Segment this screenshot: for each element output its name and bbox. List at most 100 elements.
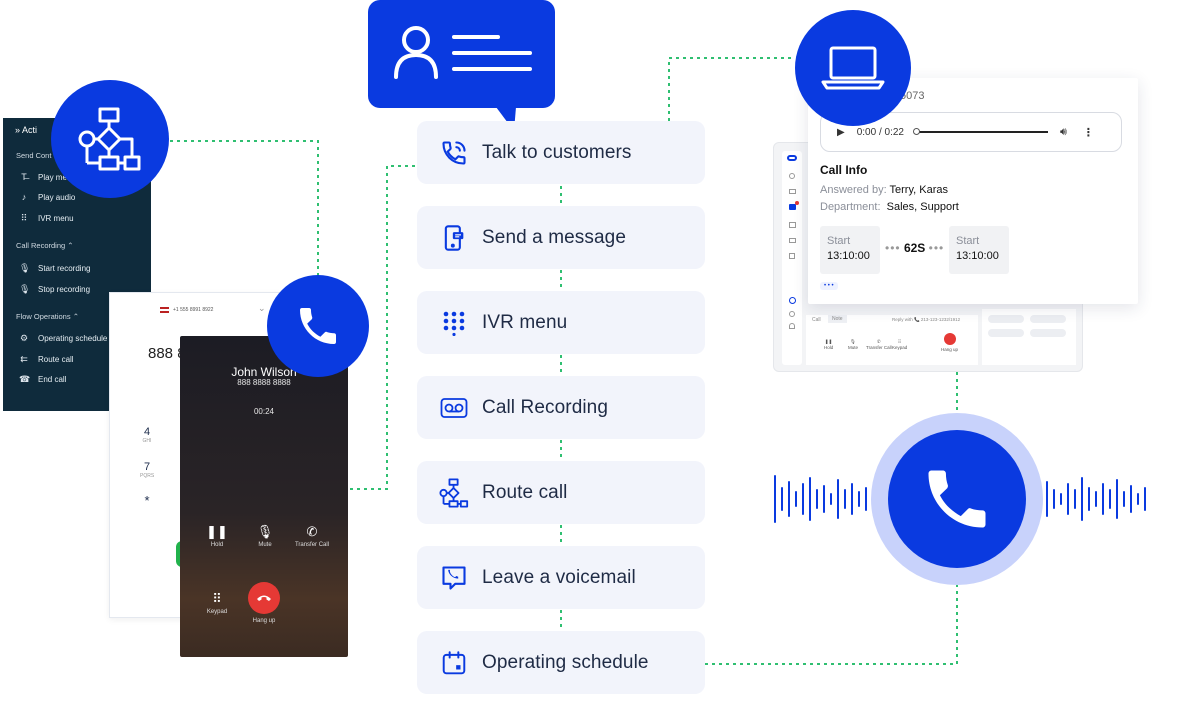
hold-button[interactable]: ❚❚Hold <box>189 522 245 548</box>
section-call-recording[interactable]: Call Recording ⌃ <box>16 241 74 250</box>
voicemail-recording-icon <box>439 393 469 423</box>
action-play-audio[interactable]: ♪Play audio <box>3 190 151 204</box>
mobile-message-icon <box>439 223 469 253</box>
pause-icon: ❚❚ <box>206 524 228 539</box>
music-note-icon: ♪ <box>21 192 27 202</box>
call-control-bar: Call Note Reply with 📞 213-123-1232/1912… <box>806 315 978 365</box>
section-send-content: Send Cont <box>16 151 52 160</box>
monitor-icon[interactable] <box>788 189 796 194</box>
hold-button[interactable]: ❚❚Hold <box>824 339 834 350</box>
volume-icon[interactable]: 🔊︎ <box>1059 125 1067 138</box>
settings-icon[interactable] <box>789 253 795 259</box>
flowchart-icon <box>78 107 141 171</box>
phone-icon <box>300 308 336 344</box>
play-icon[interactable]: ▶ <box>837 126 845 138</box>
feature-ivr-menu[interactable]: IVR menu <box>417 291 705 354</box>
audio-player: ▶ 0:00 / 0:22 🔊︎ ⋮ <box>820 112 1122 152</box>
audio-time: 0:00 / 0:22 <box>856 126 904 138</box>
microphone-icon: 🎙︎ <box>19 262 31 273</box>
bell-icon[interactable] <box>789 323 795 329</box>
audio-progress-slider[interactable] <box>912 128 1048 135</box>
hangup-button[interactable]: Hang up <box>236 582 292 624</box>
feature-send-a-message[interactable]: Send a message <box>417 206 705 269</box>
calendar-icon <box>439 648 469 678</box>
call-info-title: Call Info <box>820 163 868 177</box>
flowchart-icon <box>439 477 469 508</box>
side-panel-placeholder <box>982 309 1076 365</box>
feature-leave-a-voicemail[interactable]: Leave a voicemail <box>417 546 705 609</box>
contact-bubble <box>368 0 555 130</box>
call-duration: 00:24 <box>253 407 275 416</box>
transfer-call-button[interactable]: ✆Transfer Call <box>866 339 892 350</box>
chat-icon[interactable] <box>788 201 799 210</box>
keypad-button[interactable]: ⠿Keypad <box>892 339 908 350</box>
microphone-icon: 🎙︎ <box>256 524 274 539</box>
tab-note[interactable]: Note <box>828 315 847 323</box>
call-number-partial: 5073 <box>900 90 925 102</box>
action-start-recording[interactable]: 🎙︎Start recording <box>19 262 91 273</box>
keypad-button[interactable]: ⠿Keypad <box>189 589 245 615</box>
contact-card-icon <box>394 26 532 130</box>
phone-call-screen: John Wilson 888 8888 8888 00:24 ❚❚Hold 🎙… <box>180 336 348 657</box>
mail-icon[interactable] <box>788 238 796 243</box>
app-sidebar <box>782 151 802 365</box>
answered-by: Answered by: Terry, Karas <box>820 184 948 196</box>
text-to-speech-icon: T̶ <box>21 172 27 182</box>
us-flag-icon <box>160 307 169 313</box>
mute-button[interactable]: 🎙︎Mute <box>848 339 859 350</box>
action-ivr-menu[interactable]: ⠿IVR menu <box>20 212 74 223</box>
department: Department: Sales, Support <box>820 201 959 213</box>
action-operating-schedule[interactable]: ⚙Operating schedule condition <box>19 332 142 343</box>
feature-route-call[interactable]: Route call <box>417 461 705 524</box>
hangup-button[interactable]: Hang up <box>941 333 958 352</box>
more-vertical-icon[interactable]: ⋮ <box>1082 126 1094 139</box>
tab-call[interactable]: Call <box>812 317 821 323</box>
keypad-icon: ⠿ <box>20 212 28 223</box>
chevron-down-icon[interactable]: ⌄ <box>258 303 266 313</box>
route-icon: ⇇ <box>20 353 28 364</box>
section-flow-operations[interactable]: Flow Operations ⌃ <box>16 312 79 321</box>
panel-title: Acti <box>22 125 38 135</box>
voicemail-bubble-icon <box>439 563 469 593</box>
mute-button[interactable]: 🎙︎Mute <box>237 522 293 548</box>
phone-badge <box>267 275 369 377</box>
sound-wave-left <box>774 475 874 523</box>
panel-header: » Acti <box>15 125 37 135</box>
action-end-call[interactable]: ☎End call <box>19 373 67 384</box>
laptop-icon <box>821 46 885 90</box>
feature-operating-schedule[interactable]: Operating schedule <box>417 631 705 694</box>
phone-talk-icon <box>439 138 469 168</box>
from-number-select[interactable]: +1 555 8991 8922 <box>160 307 213 313</box>
chevron-up-icon: ⌃ <box>67 241 74 250</box>
transfer-call-button[interactable]: ✆Transfer Call <box>284 522 340 548</box>
feature-talk-to-customers[interactable]: Talk to customers <box>417 121 705 184</box>
feature-call-recording[interactable]: Call Recording <box>417 376 705 439</box>
action-stop-recording[interactable]: 🎙︎Stop recording <box>19 283 91 294</box>
double-chevron-icon[interactable]: » <box>15 125 21 135</box>
action-route-call[interactable]: ⇇Route call <box>20 353 74 364</box>
key-star[interactable]: * <box>144 493 150 508</box>
gear-icon: ⚙ <box>19 332 29 343</box>
globe-icon[interactable] <box>789 173 795 179</box>
reply-with[interactable]: Reply with 📞 213-123-1232/1912 <box>892 317 961 322</box>
transfer-icon: ✆ <box>306 524 318 539</box>
help-icon[interactable] <box>789 311 795 317</box>
incoming-call-badge[interactable] <box>888 430 1026 568</box>
call-duration: ••• 62S ••• <box>885 241 945 255</box>
microphone-off-icon: 🎙︎ <box>19 283 31 294</box>
hangup-icon <box>943 333 956 345</box>
caller-number: 888 8888 8888 <box>237 378 291 387</box>
end-call-icon: ☎ <box>19 373 31 384</box>
chevron-up-icon: ⌃ <box>72 312 79 321</box>
contacts-icon[interactable] <box>788 222 796 228</box>
more-button[interactable]: • • • <box>820 282 838 290</box>
flowchart-badge <box>51 80 169 198</box>
action-play-message[interactable]: T̶Play me <box>3 170 151 184</box>
keypad-icon: ⠿ <box>212 591 222 606</box>
status-icon[interactable] <box>788 297 796 304</box>
phone-icon <box>928 470 986 528</box>
